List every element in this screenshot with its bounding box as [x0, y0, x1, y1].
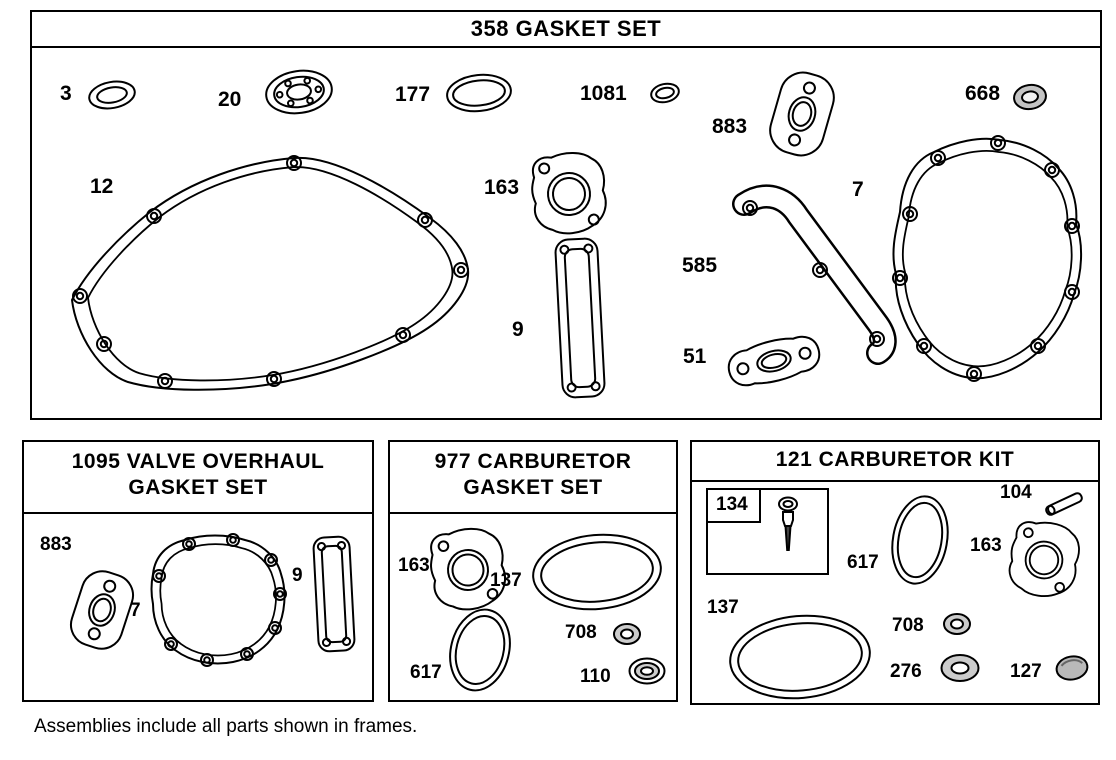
pin-104-drawing: [1045, 492, 1083, 516]
part-label-9: 9: [512, 318, 524, 341]
gasket-137-drawing: [532, 533, 662, 611]
frame-121-carburetor-kit: 121 CARBURETOR KIT: [690, 440, 1100, 705]
part-label-163: 163: [398, 555, 430, 576]
part-label-7: 7: [130, 600, 141, 621]
gasket-883-drawing: [769, 71, 835, 157]
part-label-163: 163: [484, 176, 520, 199]
frame-977-carburetor-gasket-set: 977 CARBURETOR GASKET SET 163 137: [388, 440, 678, 702]
part-label-7: 7: [852, 178, 864, 201]
gasket-7-drawing: [150, 533, 287, 667]
part-label-134: 134: [716, 494, 748, 515]
frame-977-title-line1: 977 CARBURETOR: [434, 450, 632, 473]
part-label-51: 51: [683, 345, 707, 368]
part-label-276: 276: [890, 661, 922, 682]
gasket-163-drawing: [430, 527, 506, 611]
frame-121-title: 121 CARBURETOR KIT: [775, 448, 1015, 471]
gasket-883-drawing: [69, 570, 135, 650]
part-label-3: 3: [60, 82, 72, 105]
frame-1095-title-line1: 1095 VALVE OVERHAUL: [71, 450, 325, 473]
part-label-1081: 1081: [580, 82, 627, 105]
washer-276-drawing: [940, 654, 980, 682]
seal-110-drawing: [628, 657, 666, 685]
part-label-585: 585: [682, 254, 718, 277]
part-label-110: 110: [580, 666, 611, 687]
gasket-9-drawing: [312, 535, 356, 653]
frame-358-drawings: [70, 69, 1083, 399]
plug-127-drawing: [1055, 655, 1089, 681]
frame-1095-title-separator: [24, 512, 372, 514]
washer-708-drawing: [943, 613, 971, 635]
part-label-617: 617: [410, 662, 442, 683]
part-label-163: 163: [970, 535, 1002, 556]
frame-358-title-separator: [32, 46, 1100, 48]
frame-1095-drawings: [69, 533, 356, 667]
part-label-708: 708: [892, 615, 924, 636]
part-label-20: 20: [218, 88, 242, 111]
part-label-127: 127: [1010, 661, 1042, 682]
part-label-617: 617: [847, 552, 879, 573]
frame-121-title-separator: [692, 480, 1098, 482]
part-label-9: 9: [292, 565, 303, 586]
gasket-51-drawing: [727, 335, 821, 387]
part-label-137: 137: [707, 597, 739, 618]
gasket-9-drawing: [554, 237, 606, 399]
gasket-163-drawing: [1008, 521, 1080, 597]
gasket-617-drawing: [449, 608, 511, 692]
gasket-1081-drawing: [650, 82, 680, 104]
frame-977-title-separator: [390, 512, 676, 514]
part-label-668: 668: [965, 82, 1001, 105]
seal-3-drawing: [88, 80, 136, 110]
part-label-177: 177: [395, 83, 431, 106]
part-label-708: 708: [565, 622, 597, 643]
gasket-163-drawing: [531, 151, 607, 235]
part-label-104: 104: [1000, 482, 1032, 503]
seal-20-drawing: [265, 69, 333, 115]
seal-668-drawing: [1013, 83, 1047, 111]
frame-977-drawings: [430, 527, 666, 692]
part-label-883: 883: [40, 534, 72, 555]
part-label-883: 883: [712, 115, 748, 138]
needle-valve-134-drawing: [778, 496, 798, 551]
frame-977-title-line2: GASKET SET: [463, 476, 603, 499]
gasket-12-drawing: [70, 155, 470, 391]
part-label-12: 12: [90, 175, 114, 198]
part-label-137: 137: [490, 570, 522, 591]
frame-1095-title-line2: GASKET SET: [128, 476, 268, 499]
frame-1095-valve-overhaul: 1095 VALVE OVERHAUL GASKET SET: [22, 440, 374, 702]
gasket-7-drawing: [892, 135, 1083, 382]
frame-358-gasket-set: 358 GASKET SET: [30, 10, 1102, 420]
assemblies-note: Assemblies include all parts shown in fr…: [34, 716, 418, 737]
frame-358-title: 358 GASKET SET: [470, 16, 662, 41]
frame-121-drawings: [706, 488, 1089, 700]
gasket-617-drawing: [891, 495, 949, 585]
needle-valve-134-box: [706, 488, 829, 575]
gasket-585-drawing: [732, 184, 897, 365]
gasket-137-drawing: [729, 614, 871, 700]
washer-708-drawing: [613, 623, 641, 645]
gasket-177-drawing: [446, 73, 512, 113]
